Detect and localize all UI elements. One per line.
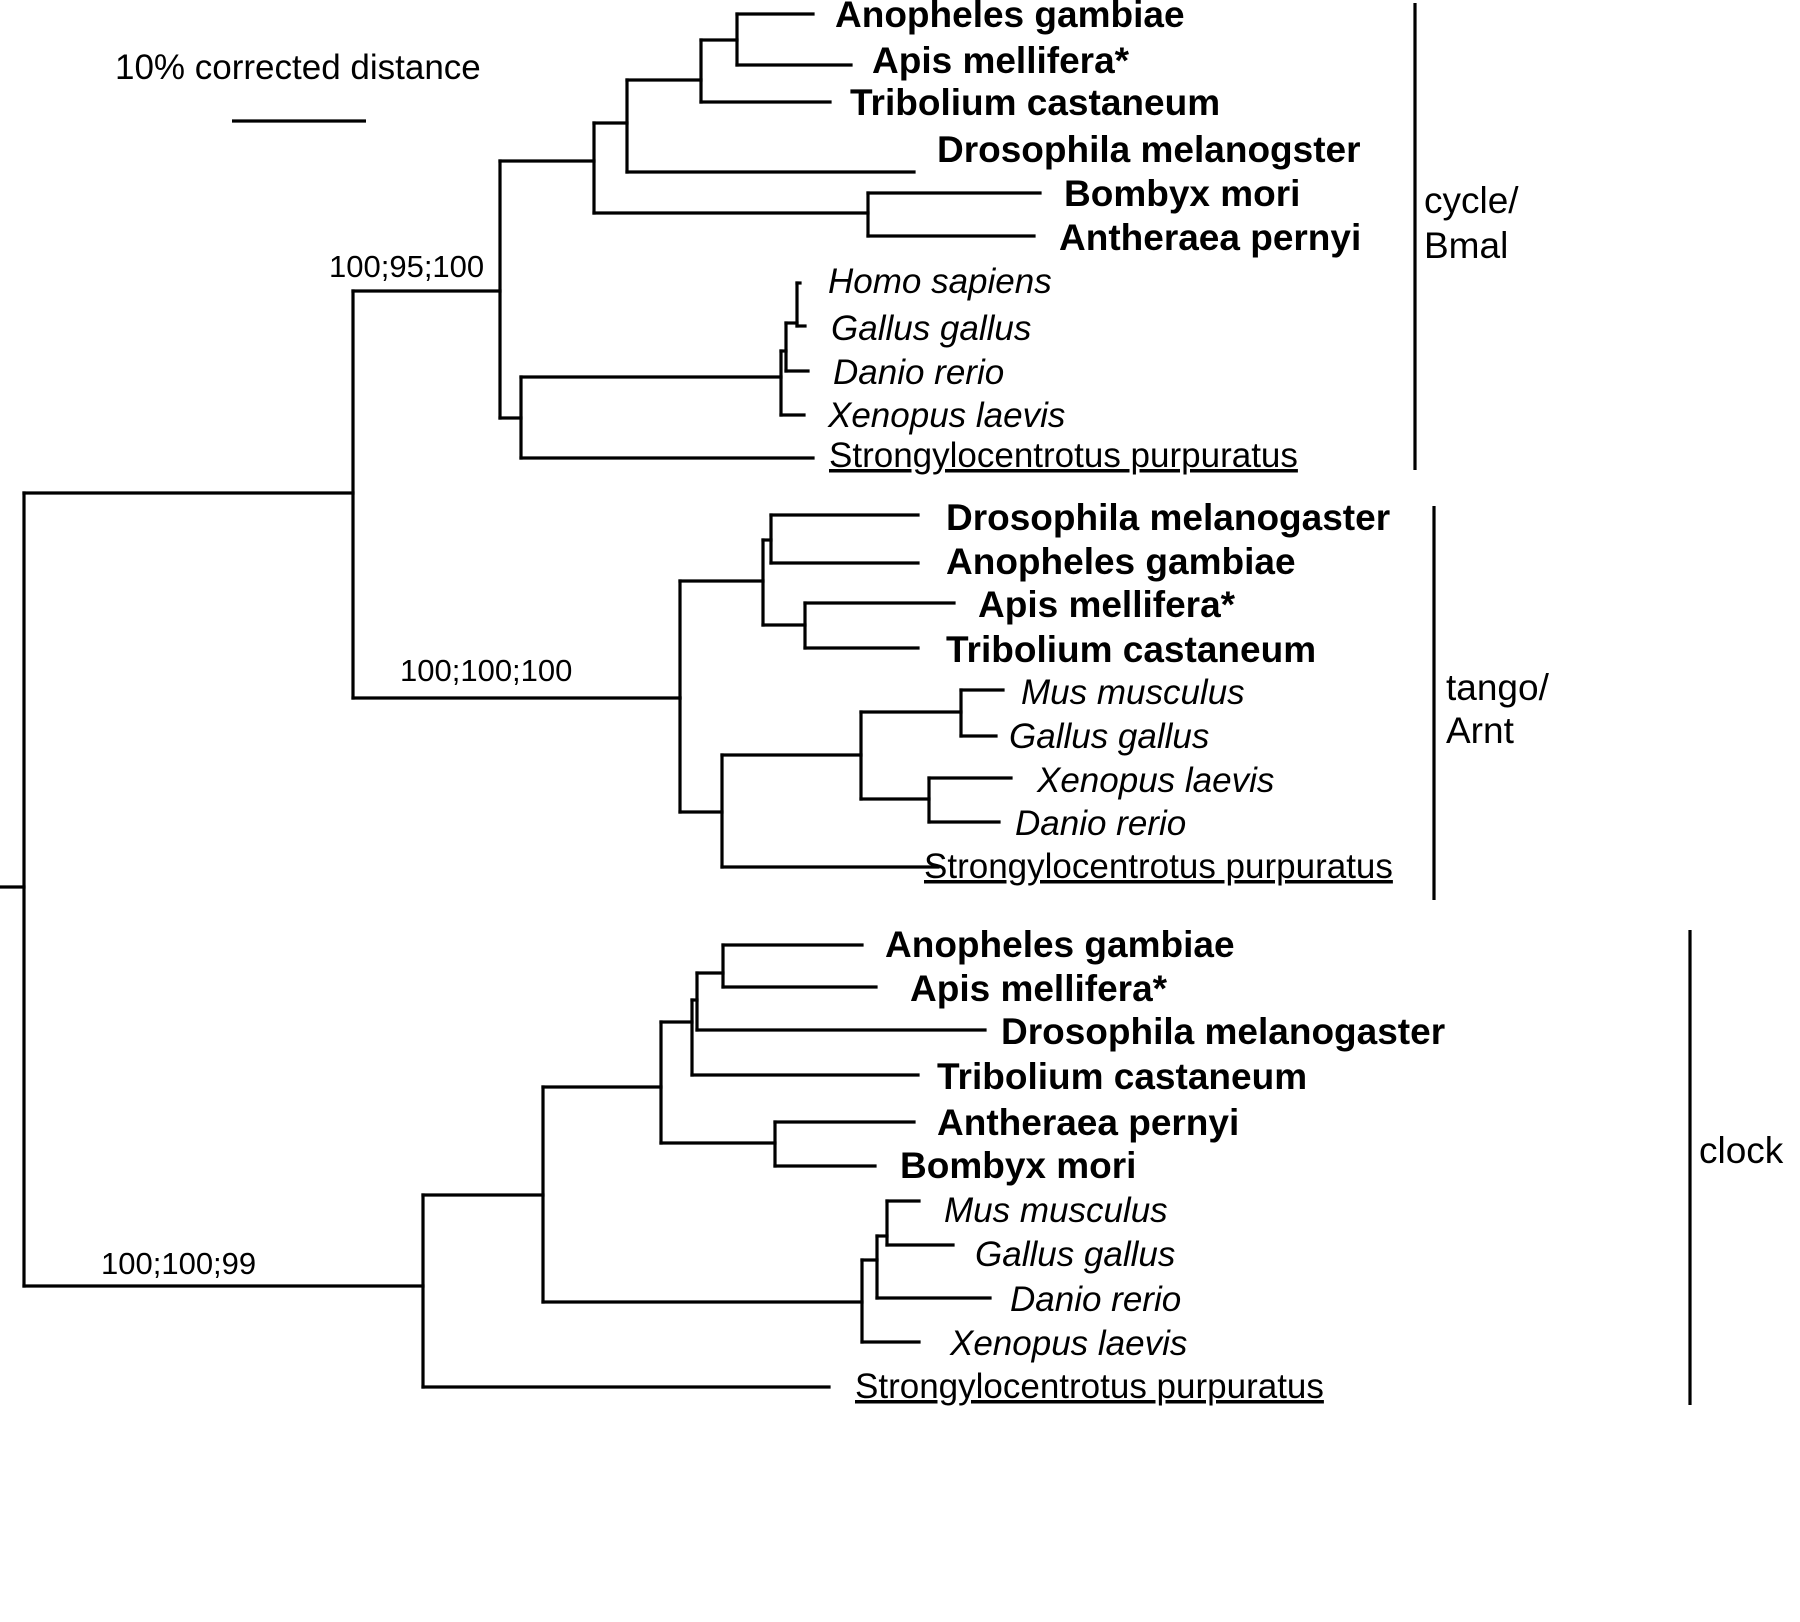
taxon-label: Xenopus laevis (827, 396, 1065, 435)
group-label-clock: clock (1699, 1130, 1784, 1171)
support-value-cycle-bmal: 100;95;100 (329, 249, 484, 284)
clade-tango-arnt: Drosophila melanogaster Anopheles gambia… (924, 497, 1393, 886)
taxon-label: Antheraea pernyi (1059, 217, 1361, 258)
clade-cycle-bmal: Anopheles gambiae Apis mellifera* Tribol… (827, 0, 1361, 475)
taxon-label: Apis mellifera* (872, 40, 1130, 81)
taxon-label: Mus musculus (1021, 673, 1245, 712)
taxon-label: Anopheles gambiae (835, 0, 1185, 35)
taxon-label: Mus musculus (944, 1191, 1168, 1230)
taxon-label: Danio rerio (833, 353, 1004, 392)
taxon-label: Gallus gallus (1009, 717, 1209, 756)
taxon-label: Apis mellifera* (978, 584, 1236, 625)
taxon-label: Drosophila melanogaster (946, 497, 1390, 538)
group-label-cycle-bmal-line1: cycle/ (1424, 180, 1519, 221)
taxon-label: Antheraea pernyi (937, 1102, 1239, 1143)
group-label-tango-arnt-line2: Arnt (1446, 710, 1515, 751)
taxon-label: Tribolium castaneum (946, 629, 1316, 670)
taxon-label: Apis mellifera* (910, 968, 1168, 1009)
taxon-label: Gallus gallus (831, 309, 1031, 348)
taxon-label: Tribolium castaneum (937, 1056, 1307, 1097)
group-label-cycle-bmal-line2: Bmal (1424, 225, 1508, 266)
taxon-label: Drosophila melanogster (937, 129, 1361, 170)
taxon-label: Strongylocentrotus purpuratus (924, 847, 1393, 886)
tree-branches (0, 12, 1042, 1389)
scale-bar-label: 10% corrected distance (115, 48, 481, 87)
taxon-label: Strongylocentrotus purpuratus (829, 436, 1298, 475)
support-value-tango-arnt: 100;100;100 (400, 653, 572, 688)
taxon-label: Anopheles gambiae (885, 924, 1235, 965)
taxon-label: Danio rerio (1010, 1280, 1181, 1319)
group-label-tango-arnt-line1: tango/ (1446, 667, 1550, 708)
taxon-label: Anopheles gambiae (946, 541, 1296, 582)
taxon-label: Bombyx mori (1064, 173, 1300, 214)
clade-clock: Anopheles gambiae Apis mellifera* Drosop… (855, 924, 1445, 1406)
taxon-label: Tribolium castaneum (850, 82, 1220, 123)
taxon-label: Drosophila melanogaster (1001, 1011, 1445, 1052)
support-value-clock: 100;100;99 (101, 1246, 256, 1281)
taxon-label: Homo sapiens (828, 262, 1052, 301)
taxon-label: Bombyx mori (900, 1145, 1136, 1186)
taxon-label: Xenopus laevis (1036, 761, 1274, 800)
taxon-label: Danio rerio (1015, 804, 1186, 843)
taxon-label: Strongylocentrotus purpuratus (855, 1367, 1324, 1406)
taxon-label: Xenopus laevis (949, 1324, 1187, 1363)
taxon-label: Gallus gallus (975, 1235, 1175, 1274)
